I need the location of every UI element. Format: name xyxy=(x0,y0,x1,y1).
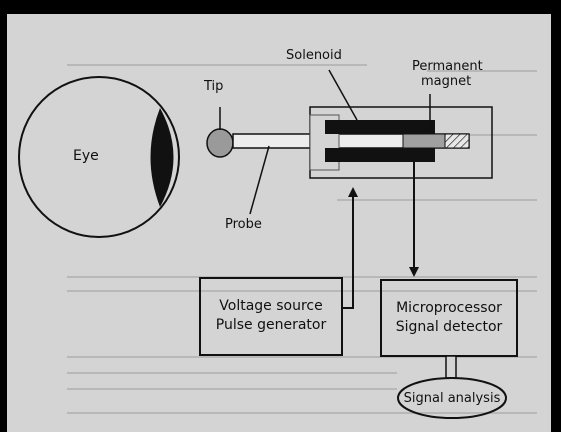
magnet-hatched-end xyxy=(444,133,470,149)
eye-circle xyxy=(18,76,180,238)
magnet-label-line1: Permanent xyxy=(412,59,483,74)
eye-label: Eye xyxy=(73,148,99,164)
background-text-line xyxy=(337,199,537,201)
background-text-line xyxy=(67,356,537,358)
micro-analysis-connector xyxy=(445,355,457,379)
voltage-source-text-1: Voltage source xyxy=(219,298,323,314)
magnet-label-line2: magnet xyxy=(421,74,472,89)
cornea-shape xyxy=(150,108,174,207)
background-text-line xyxy=(67,412,537,414)
probe-tip xyxy=(206,128,234,158)
voltage-source-text-2: Pulse generator xyxy=(215,317,327,333)
probe-leader xyxy=(249,145,270,215)
background-text-line xyxy=(67,372,397,374)
solenoid-label: Solenoid xyxy=(286,48,342,63)
diagram-panel: Eye Tip Probe Solenoid Permanent magnet … xyxy=(7,14,551,432)
microprocessor-text-1: Microprocessor xyxy=(396,300,502,316)
signal-analysis-ellipse xyxy=(397,377,507,419)
voltage-source-box xyxy=(199,277,343,356)
solenoid-leader xyxy=(328,69,358,121)
background-text-line xyxy=(67,388,397,390)
background-text-line xyxy=(67,64,367,66)
solenoid-coil-top xyxy=(325,120,435,134)
voltage-to-solenoid-arrow xyxy=(342,187,358,309)
signal-analysis-text: Signal analysis xyxy=(403,391,501,406)
permanent-magnet xyxy=(402,133,446,149)
background-text-line xyxy=(67,290,537,292)
background-text-line xyxy=(427,70,537,72)
microprocessor-text-2: Signal detector xyxy=(395,319,503,335)
tip-label: Tip xyxy=(204,79,224,94)
solenoid-coil-bottom xyxy=(325,148,435,162)
tonometer-diagram xyxy=(18,69,518,419)
probe-label: Probe xyxy=(225,217,262,232)
